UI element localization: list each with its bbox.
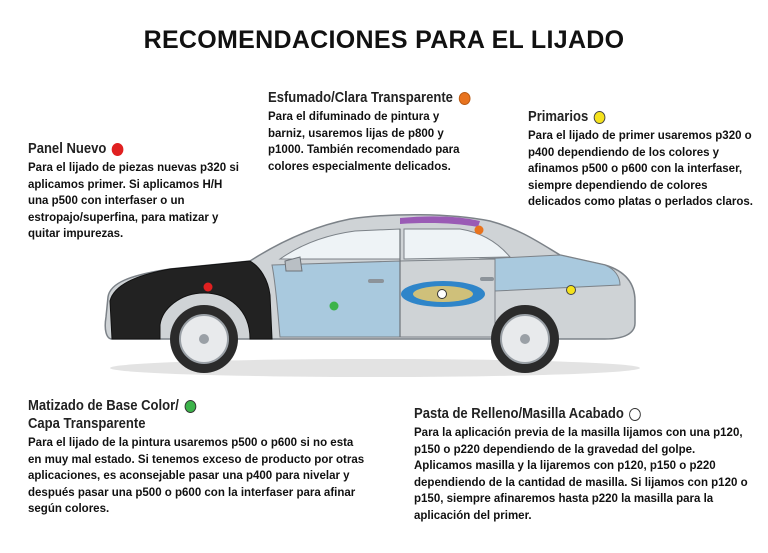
section-esfumado: Esfumado/Clara Transparente Para el difu… bbox=[268, 90, 473, 175]
section-text: Para el lijado de la pintura usaremos p5… bbox=[28, 437, 365, 515]
section-heading: Pasta de Relleno/Masilla Acabado bbox=[414, 406, 720, 422]
primer-panel-rear-quarter bbox=[479, 254, 621, 292]
section-pasta: Pasta de Relleno/Masilla Acabado Para la… bbox=[414, 406, 754, 524]
rear-door-handle bbox=[480, 277, 494, 281]
primer-panel-doors bbox=[271, 260, 401, 338]
yellow-dot-icon bbox=[593, 110, 606, 124]
black-new-panel bbox=[109, 260, 273, 340]
orange-marker-dot bbox=[474, 225, 484, 235]
section-heading: Primarios bbox=[528, 109, 735, 125]
heading-text: Esfumado/Clara Transparente bbox=[268, 90, 453, 106]
page-title: RECOMENDACIONES PARA EL LIJADO bbox=[143, 26, 625, 54]
section-heading-line2: Capa Transparente bbox=[28, 416, 334, 432]
red-marker-dot bbox=[203, 282, 213, 292]
heading-text: Panel Nuevo bbox=[28, 141, 107, 157]
car-illustration bbox=[104, 214, 640, 377]
yellow-marker-dot bbox=[566, 285, 576, 295]
section-heading: Matizado de Base Color/ bbox=[28, 398, 334, 414]
heading-text: Pasta de Relleno/Masilla Acabado bbox=[414, 406, 624, 422]
section-heading: Esfumado/Clara Transparente bbox=[268, 90, 471, 106]
green-dot-icon bbox=[184, 399, 196, 413]
section-text: Para el lijado de piezas nuevas p320 si … bbox=[28, 162, 239, 240]
side-mirror bbox=[284, 256, 303, 272]
rear-wheel bbox=[491, 305, 559, 373]
section-primarios: Primarios Para el lijado de primer usare… bbox=[528, 109, 758, 211]
red-dot-icon bbox=[111, 142, 124, 156]
section-heading: Panel Nuevo bbox=[28, 141, 222, 157]
heading-text: Primarios bbox=[528, 109, 589, 125]
white-marker-dot bbox=[437, 289, 447, 299]
section-text: Para la aplicación previa de la masilla … bbox=[414, 427, 748, 522]
section-panel-nuevo: Panel Nuevo Para el lijado de piezas nue… bbox=[28, 141, 243, 243]
section-text: Para el difuminado de pintura y barniz, … bbox=[268, 111, 460, 173]
front-door-handle bbox=[368, 279, 384, 283]
rear-window bbox=[403, 228, 512, 260]
green-marker-dot bbox=[329, 301, 339, 311]
orange-dot-icon bbox=[458, 91, 471, 105]
front-wheel bbox=[170, 305, 238, 373]
front-window bbox=[278, 228, 401, 260]
white-dot-icon bbox=[629, 407, 641, 421]
clear-coat-strip bbox=[400, 216, 480, 227]
section-matizado: Matizado de Base Color/ Capa Transparent… bbox=[28, 398, 368, 518]
heading-text: Matizado de Base Color/ bbox=[28, 398, 179, 414]
heading-text: Capa Transparente bbox=[28, 416, 146, 432]
section-text: Para el lijado de primer usaremos p320 o… bbox=[528, 130, 753, 208]
